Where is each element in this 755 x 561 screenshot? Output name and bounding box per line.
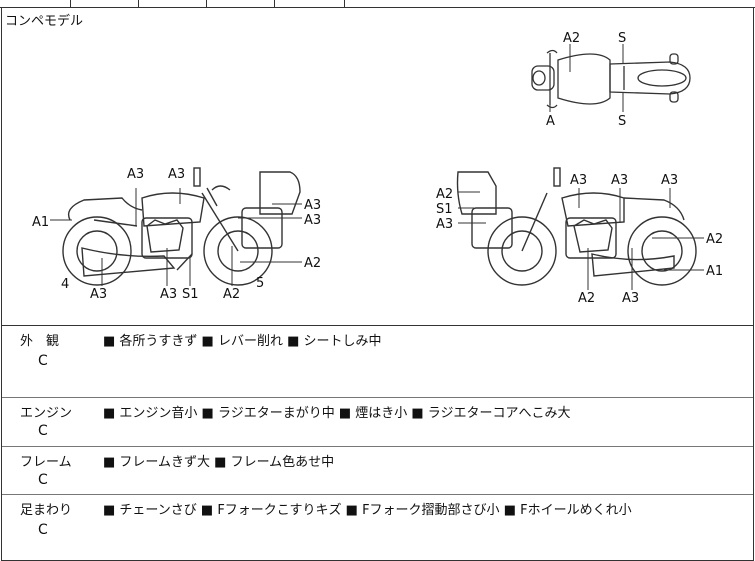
right-side-leaders	[458, 188, 704, 290]
label-left-a3-2: A3	[168, 167, 185, 182]
label-top-a: A	[546, 114, 555, 129]
label-left-a3-b1: A3	[90, 287, 107, 302]
section-row-exterior: 外 観 C ■ 各所うすきず ■ レバー削れ ■ シートしみ中	[2, 326, 753, 398]
label-left-4: 4	[61, 277, 69, 292]
label-right-a2-r: A2	[706, 232, 723, 247]
right-side-bike	[456, 167, 697, 286]
strip-divider	[70, 0, 71, 7]
label-right-a3-t1: A3	[570, 173, 587, 188]
motorcycle-diagram: A2 S A S	[32, 31, 723, 306]
section-row-engine: エンジン C ■ エンジン音小 ■ ラジエターまがり中 ■ 煙はき小 ■ ラジエ…	[2, 398, 753, 447]
label-top-s-bottom: S	[618, 114, 626, 129]
label-left-a3-1: A3	[127, 167, 144, 182]
section-grade: C	[38, 423, 48, 439]
strip-divider	[206, 0, 207, 7]
section-notes: ■ エンジン音小 ■ ラジエターまがり中 ■ 煙はき小 ■ ラジエターコアへこみ…	[103, 406, 571, 421]
section-grade: C	[38, 353, 48, 369]
label-right-a3-t3: A3	[661, 173, 678, 188]
label-right-a3-l: A3	[436, 217, 453, 232]
left-side-leaders	[50, 188, 302, 286]
left-side-bike	[62, 167, 301, 286]
section-row-suspension: 足まわり C ■ チェーンさび ■ Fフォークこすりキズ ■ Fフォーク摺動部さ…	[2, 495, 753, 560]
label-right-a2-l: A2	[436, 187, 453, 202]
strip-divider	[274, 0, 275, 7]
label-right-s1-l: S1	[436, 202, 453, 217]
inspection-sheet: コンペモデル A2 S A	[1, 7, 754, 561]
section-label: 足まわり	[20, 503, 73, 518]
section-label: 外 観	[20, 334, 60, 349]
page-title: コンペモデル	[5, 14, 84, 29]
label-left-a1: A1	[32, 215, 49, 230]
label-left-a2-b: A2	[223, 287, 240, 302]
label-right-a1-r: A1	[706, 264, 723, 279]
top-view-leaders	[549, 44, 624, 112]
label-top-s: S	[618, 31, 626, 46]
section-grade: C	[38, 472, 48, 488]
section-label: エンジン	[20, 406, 73, 421]
label-left-a3-r2: A3	[304, 213, 321, 228]
label-left-a3-b2: A3	[160, 287, 177, 302]
section-row-frame: フレーム C ■ フレームきず大 ■ フレーム色あせ中	[2, 447, 753, 495]
label-left-a2-r: A2	[304, 256, 321, 271]
label-left-s1: S1	[182, 287, 199, 302]
strip-divider	[344, 0, 345, 7]
damage-diagram-box: コンペモデル A2 S A	[2, 8, 753, 326]
section-notes: ■ チェーンさび ■ Fフォークこすりキズ ■ Fフォーク摺動部さび小 ■ Fホ…	[103, 503, 632, 518]
section-notes: ■ 各所うすきず ■ レバー削れ ■ シートしみ中	[103, 334, 382, 349]
section-grade: C	[38, 522, 48, 538]
top-view-bike	[531, 49, 691, 109]
label-right-a3-t2: A3	[611, 173, 628, 188]
label-right-a2-b: A2	[578, 291, 595, 306]
strip-divider	[138, 0, 139, 7]
label-right-a3-b: A3	[622, 291, 639, 306]
section-notes: ■ フレームきず大 ■ フレーム色あせ中	[103, 455, 335, 470]
label-left-5: 5	[256, 276, 264, 291]
section-label: フレーム	[20, 455, 72, 470]
label-left-a3-r1: A3	[304, 198, 321, 213]
label-top-a2: A2	[563, 31, 580, 46]
